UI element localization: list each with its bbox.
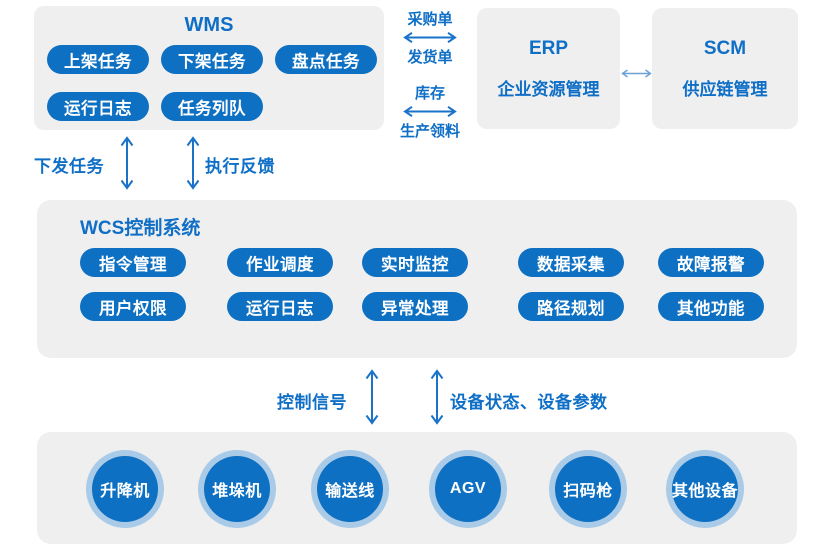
device-label: 升降机 xyxy=(92,456,158,522)
wms-erp-flow-inventory: 库存 生产领料 xyxy=(392,82,468,141)
wms-pill-picking-task: 下架任务 xyxy=(161,45,263,74)
device-label: 堆垛机 xyxy=(204,456,270,522)
scm-name: 供应链管理 xyxy=(682,79,768,99)
flow-label-dispatch-task: 下发任务 xyxy=(34,157,104,176)
flow-label-execution-feedback: 执行反馈 xyxy=(205,157,275,176)
double-arrow-horizontal-small-icon xyxy=(621,69,652,78)
wms-pill-row-2: 运行日志 任务列队 xyxy=(47,92,263,121)
scm-panel: SCM 供应链管理 xyxy=(652,8,798,129)
wms-pill-task-queue: 任务列队 xyxy=(161,92,263,121)
device-label: 输送线 xyxy=(317,456,383,522)
double-arrow-vertical-icon xyxy=(119,135,135,191)
wcs-pill-job-scheduling: 作业调度 xyxy=(227,248,333,277)
double-arrow-vertical-icon xyxy=(364,368,380,426)
device-label: AGV xyxy=(435,456,501,522)
wcs-pill-command-mgmt: 指令管理 xyxy=(80,248,186,277)
device-circle-agv: AGV xyxy=(429,450,507,528)
wms-pill-run-log: 运行日志 xyxy=(47,92,149,121)
wcs-title: WCS控制系统 xyxy=(80,218,201,239)
device-circle-conveyor: 输送线 xyxy=(311,450,389,528)
device-circle-lifter: 升降机 xyxy=(86,450,164,528)
double-arrow-horizontal-icon xyxy=(403,31,457,44)
wcs-pill-user-permission: 用户权限 xyxy=(80,292,186,321)
device-circle-other: 其他设备 xyxy=(666,450,744,528)
flow-label-control-signal: 控制信号 xyxy=(277,393,347,412)
devices-panel: 升降机 堆垛机 输送线 AGV 扫码枪 其他设备 xyxy=(37,432,797,544)
device-label: 扫码枪 xyxy=(555,456,621,522)
wms-title: WMS xyxy=(184,14,234,36)
flow-label-delivery-order: 发货单 xyxy=(407,49,453,66)
wcs-pill-data-collection: 数据采集 xyxy=(518,248,624,277)
wms-pill-row-1: 上架任务 下架任务 盘点任务 xyxy=(47,45,377,74)
flow-label-purchase-order: 采购单 xyxy=(407,11,453,28)
double-arrow-vertical-icon xyxy=(429,368,445,426)
flow-label-production-material: 生产领料 xyxy=(399,123,460,140)
flow-label-device-status-params: 设备状态、设备参数 xyxy=(450,393,608,412)
wms-pill-stocktake-task: 盘点任务 xyxy=(275,45,377,74)
wcs-pill-path-planning: 路径规划 xyxy=(518,292,624,321)
wcs-pill-other-functions: 其他功能 xyxy=(658,292,764,321)
device-label: 其他设备 xyxy=(672,456,738,522)
erp-scm-link xyxy=(621,68,652,79)
wms-panel: WMS 上架任务 下架任务 盘点任务 运行日志 任务列队 xyxy=(34,6,384,130)
flow-label-inventory: 库存 xyxy=(414,85,445,102)
wcs-panel: WCS控制系统 指令管理 作业调度 实时监控 数据采集 故障报警 用户权限 运行… xyxy=(37,200,797,358)
double-arrow-horizontal-icon xyxy=(403,105,457,118)
double-arrow-vertical-icon xyxy=(185,135,201,191)
erp-name: 企业资源管理 xyxy=(497,79,600,99)
erp-panel: ERP 企业资源管理 xyxy=(477,8,620,129)
scm-abbr: SCM xyxy=(703,37,747,59)
wms-erp-flow-orders: 采购单 发货单 xyxy=(392,8,468,67)
wms-pill-putaway-task: 上架任务 xyxy=(47,45,149,74)
wcs-pill-fault-alarm: 故障报警 xyxy=(658,248,764,277)
wcs-pill-exception-handling: 异常处理 xyxy=(362,292,468,321)
device-circle-stacker: 堆垛机 xyxy=(198,450,276,528)
wcs-pill-run-log: 运行日志 xyxy=(227,292,333,321)
erp-abbr: ERP xyxy=(528,37,569,59)
wcs-pill-realtime-monitor: 实时监控 xyxy=(362,248,468,277)
device-circle-scanner: 扫码枪 xyxy=(549,450,627,528)
